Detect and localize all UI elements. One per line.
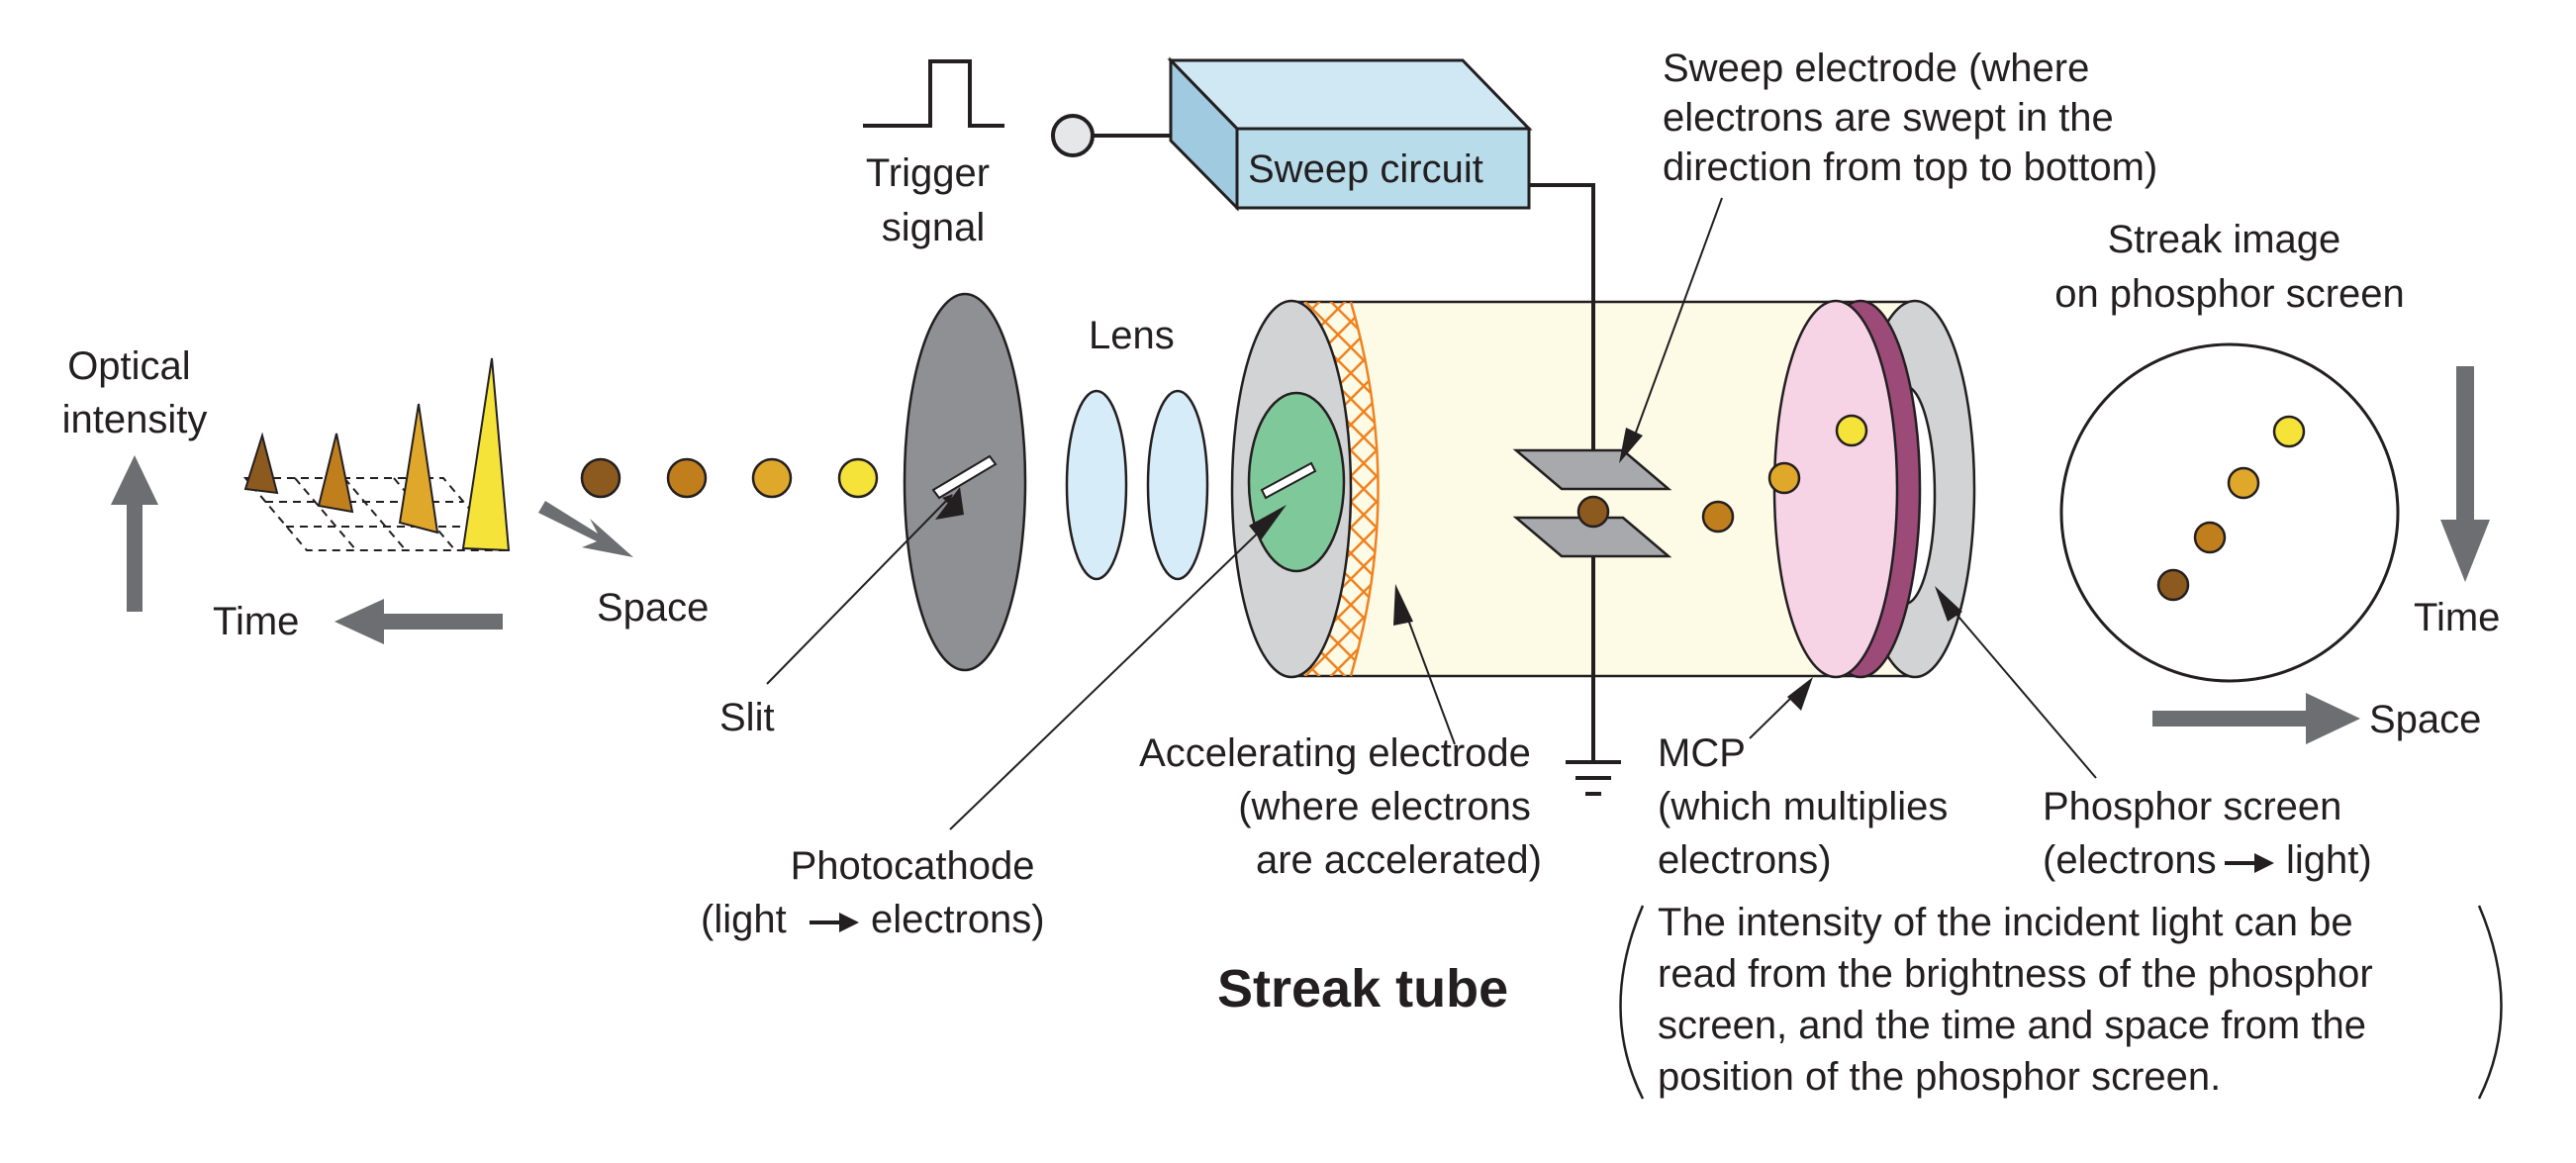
streak-tube-title: Streak tube (1217, 959, 1508, 1018)
time-axis-label: Time (213, 600, 299, 643)
intensity-spikes (243, 357, 511, 552)
sweep-circuit-box (1167, 56, 1533, 212)
photocathode-label: Photocathode (791, 844, 1035, 888)
slit-assembly: Slit (719, 292, 1027, 739)
electron-on-mcp-2 (1835, 414, 1868, 447)
svg-text:electrons): electrons) (871, 898, 1045, 941)
lens-element-1 (1065, 389, 1128, 581)
intensity-spike-3 (398, 403, 439, 534)
space-axis-arrow (538, 501, 633, 557)
intensity-spike-1 (243, 432, 279, 495)
note-bracket-right (2477, 905, 2503, 1100)
accelerating-electrode-annotation: Accelerating electrode (where electrons … (1139, 584, 1542, 882)
photocathode-slit-image (1260, 461, 1317, 500)
phosphor-screen-view (2059, 342, 2400, 683)
note-bracket-left (1619, 905, 1645, 1100)
electron-in-sweep (1576, 495, 1610, 529)
photon-1 (580, 457, 621, 499)
lens-assembly: Lens (1065, 314, 1209, 581)
photon-3 (751, 457, 793, 499)
phosphor-screen-sublabel: (electrons (2043, 838, 2217, 882)
photocathode-sublabel: (light (701, 898, 787, 941)
sweep-wire-top (1529, 183, 1595, 450)
electrons-to-light-arrow (2225, 853, 2274, 873)
electrons (1576, 414, 1868, 533)
streak-spot-3 (2227, 466, 2260, 500)
mcp-label: MCP (which multiplies electrons) (1658, 731, 1959, 882)
trigger-signal-label: Trigger signal (866, 151, 1001, 249)
optical-intensity-label: Optical intensity (62, 344, 208, 441)
optical-intensity-plot: Optical intensity Time Space (62, 344, 709, 644)
streak-image-panel: Streak image on phosphor screen Time Spa… (2054, 218, 2500, 744)
intensity-axis-arrow (111, 455, 158, 612)
slit-label: Slit (719, 696, 775, 739)
sweep-circuit-label: Sweep circuit (1248, 147, 1483, 191)
streak-space-label: Space (2369, 698, 2481, 741)
electron-on-mcp-1 (1767, 461, 1801, 495)
space-axis-label: Space (597, 586, 709, 630)
photocathode-annotation: Photocathode (light electrons) (701, 505, 1287, 941)
incident-photons (580, 457, 879, 499)
slit-leader (766, 494, 953, 685)
phosphor-screen-label: Phosphor screen (2043, 785, 2341, 828)
mcp-annotation: MCP (which multiplies electrons) (1658, 677, 1959, 882)
time-arrow-down (2440, 366, 2490, 582)
phosphor-screen-annotation: Phosphor screen (electrons light) (1935, 586, 2372, 882)
sweep-electrode-label: Sweep electrode (where electrons are swe… (1663, 47, 2157, 189)
accelerating-electrode-label: Accelerating electrode (where electrons … (1139, 731, 1542, 882)
sweep-circuit-front-face (1235, 127, 1531, 210)
intensity-spike-2 (317, 433, 354, 514)
trigger-section: Trigger signal (863, 59, 1171, 249)
streak-tube (1230, 183, 1976, 796)
streak-spot-2 (2193, 521, 2227, 554)
streak-image-spots (2156, 415, 2306, 602)
ground-symbol-icon (1566, 760, 1621, 796)
streak-spot-4 (2272, 415, 2306, 448)
streak-time-label: Time (2414, 596, 2500, 639)
sweep-electrode-annotation: Sweep electrode (where electrons are swe… (1619, 47, 2157, 463)
readout-note: The intensity of the incident light can … (1619, 901, 2503, 1100)
time-axis-arrow (334, 599, 503, 644)
streak-image-label: Streak image on phosphor screen (2054, 218, 2405, 316)
trigger-pulse-icon (863, 59, 1004, 128)
photon-2 (666, 457, 708, 499)
lens-label: Lens (1089, 314, 1175, 357)
terminal-circle-icon (1051, 114, 1095, 157)
light-to-electrons-arrow (810, 913, 859, 932)
streak-spot-1 (2156, 568, 2190, 602)
photon-4 (837, 457, 879, 499)
space-arrow-right (2152, 693, 2360, 744)
slit-opening (931, 454, 998, 500)
note-text: The intensity of the incident light can … (1658, 901, 2384, 1099)
electron-in-flight (1701, 500, 1735, 533)
sweep-electrode-top-plate (1512, 448, 1672, 491)
svg-text:light): light) (2286, 838, 2372, 882)
lens-element-2 (1146, 389, 1209, 581)
intensity-spike-4 (461, 357, 511, 552)
